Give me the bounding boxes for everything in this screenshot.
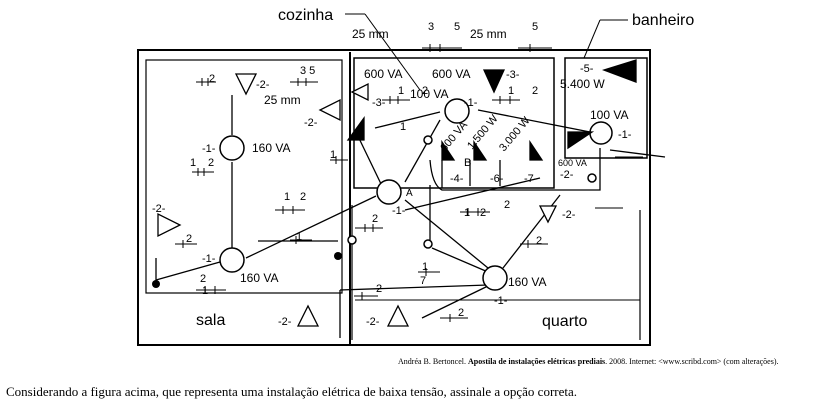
load-label: 600 VA — [558, 158, 587, 168]
circuit-number: -2- — [152, 203, 166, 215]
conductor-number: 2 — [209, 73, 215, 85]
walls — [137, 49, 651, 346]
circuit-number: -1- — [618, 129, 632, 141]
circuit-number: -3- — [372, 97, 386, 109]
conductor-number: 2 — [300, 191, 306, 203]
circuit-number: -2- — [562, 209, 576, 221]
room-label-cozinha: cozinha — [278, 7, 333, 24]
credit-rest: . 2008. Internet: <www.scribd.com> (com … — [605, 357, 779, 366]
load-label: 600 VA — [438, 119, 470, 154]
conductor-number: 1 — [296, 231, 302, 243]
conductor-number: 2 — [532, 85, 538, 97]
question-text: Considerando a figura acima, que represe… — [6, 384, 578, 399]
conductor-number: 1 — [398, 85, 404, 97]
load-label: 1.500 W — [465, 112, 501, 152]
room-label-banheiro: banheiro — [632, 12, 694, 29]
circuit-number: -2- — [278, 316, 292, 328]
load-label: 600 VA — [432, 67, 470, 81]
circuit-number: -6- — [490, 173, 504, 185]
load-label: 600 VA — [364, 67, 402, 81]
circuit-number: -1- — [494, 295, 508, 307]
conduit-label: 25 mm — [264, 93, 301, 107]
conductor-number: 2 — [458, 307, 464, 319]
load-label: 100 VA — [590, 108, 628, 122]
luminaire-sala-bottom — [219, 247, 245, 273]
circuit-number: -1- — [392, 205, 406, 217]
conductor-number: 5 — [532, 21, 538, 33]
conductor-number: 5 — [454, 21, 460, 33]
conductor-number: 3 — [428, 21, 434, 33]
conductor-number: 2 — [376, 283, 382, 295]
conductor-number: 2 — [536, 235, 542, 247]
circuit-number: -4- — [450, 173, 464, 185]
circuit-number: -1- — [202, 143, 216, 155]
figure-credit: Andréa B. Bertoncel. Apostila de instala… — [398, 357, 779, 366]
wiring — [155, 95, 666, 338]
luminaire-sala-top — [219, 135, 245, 161]
luminaires — [219, 98, 613, 291]
conductor-number: 2 — [422, 85, 428, 97]
circuit-number: -7- — [524, 173, 538, 185]
room-label-sala: sala — [196, 312, 225, 329]
credit-author: Andréa B. Bertoncel. — [398, 357, 466, 366]
conductor-number: 1 — [464, 207, 470, 219]
load-label: 160 VA — [240, 271, 278, 285]
load-label: 5.400 W — [560, 77, 605, 91]
outlets — [157, 59, 637, 327]
conduit-label: 25 mm — [352, 27, 389, 41]
conductor-number: 1 — [330, 149, 336, 161]
floor-plan-diagram: cozinha banheiro sala quarto 25 mm 25 mm… — [137, 7, 694, 346]
room-label-quarto: quarto — [542, 313, 587, 330]
conductor-number: 3 5 — [300, 65, 315, 77]
luminaire-banheiro — [589, 121, 613, 145]
circuit-number: -1- — [202, 253, 216, 265]
conductor-number: 1 — [190, 157, 196, 169]
conductor-number: 1 — [508, 85, 514, 97]
conduit-label: 25 mm — [470, 27, 507, 41]
conductor-number: 7 — [420, 275, 426, 287]
conductor-marks — [175, 44, 643, 322]
load-label: 160 VA — [508, 275, 546, 289]
conductor-number: 2 — [208, 157, 214, 169]
leader-lines — [345, 13, 628, 91]
credit-title: Apostila de instalações elétricas predia… — [467, 357, 606, 366]
circuit-number: -5- — [580, 63, 594, 75]
conductor-number: 1 — [284, 191, 290, 203]
conductor-number: 2 — [200, 273, 206, 285]
circuit-number: -2- — [560, 169, 574, 181]
luminaire-quarto — [482, 265, 508, 291]
conductor-number: 2 — [372, 213, 378, 225]
conductor-number: B — [464, 157, 471, 169]
load-label: 3.000 W — [497, 114, 533, 154]
luminaire-hall — [376, 179, 402, 205]
conductor-number: 2 — [504, 199, 510, 211]
conductor-number: 1 — [422, 261, 428, 273]
conductor-number: A — [406, 188, 413, 199]
luminaire-cozinha — [444, 98, 470, 124]
circuit-number: -2- — [366, 316, 380, 328]
conductor-number: 2 — [480, 207, 486, 219]
conductor-number: 1 — [400, 121, 406, 133]
conductor-number: 1 — [202, 285, 208, 297]
circuit-number: -1- — [464, 97, 478, 109]
conductor-number: 2 — [186, 233, 192, 245]
load-label: 100 VA — [410, 87, 448, 101]
load-label: 160 VA — [252, 141, 290, 155]
circuit-number: -3- — [506, 69, 520, 81]
circuit-number: -2- — [304, 117, 318, 129]
circuit-number: -2- — [256, 79, 270, 91]
